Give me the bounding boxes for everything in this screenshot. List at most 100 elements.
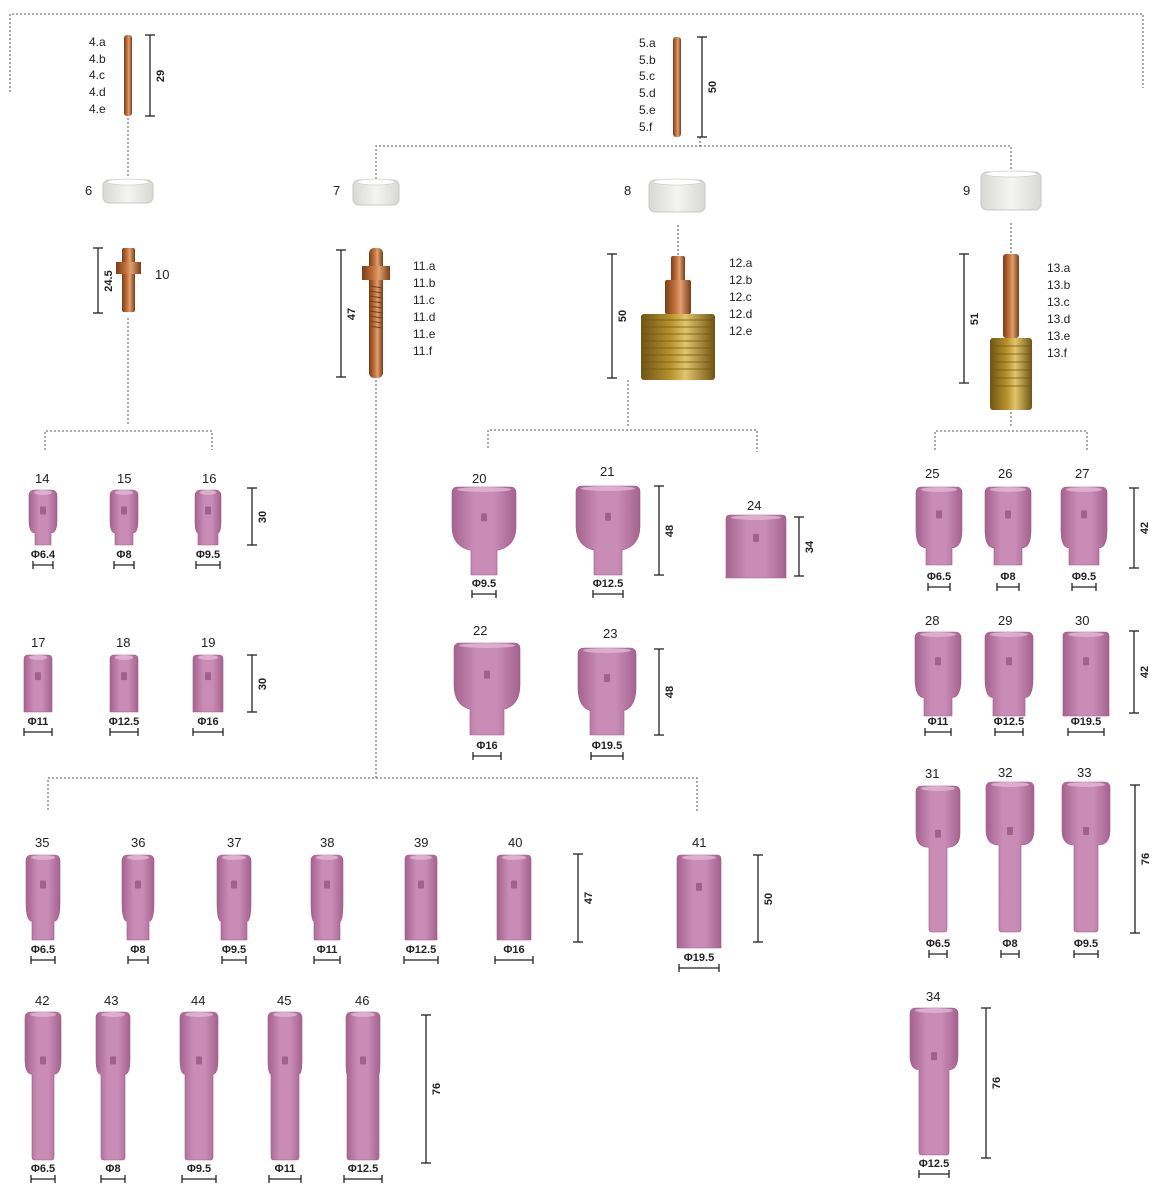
nozzle-41-diameter-label: Φ19.5: [683, 952, 715, 964]
nozzle-46-size-mark: [360, 1056, 366, 1065]
nozzle-15-diameter-label: Φ8: [116, 549, 132, 561]
collet-body-13-variant-label: 13.e: [1047, 329, 1071, 343]
collet-body-11-variant-label: 11.e: [413, 327, 436, 341]
nozzle-21-size-mark: [605, 512, 611, 521]
nozzle-18-size-mark: [121, 672, 127, 681]
nozzle-43-label: 43: [104, 993, 119, 1008]
nozzle-32-shape: [985, 781, 1035, 933]
nozzle-34-size-mark: [931, 1052, 937, 1061]
collet-body-10-shape: [122, 248, 135, 312]
nozzle-37-shape: [216, 854, 252, 941]
collet-body-12-variant-label: 12.e: [729, 324, 753, 338]
nozzle-17-label: 17: [31, 635, 46, 650]
nozzle-20-label: 20: [472, 471, 487, 486]
nozzle-16-shape: [194, 489, 222, 546]
nozzle-21-label: 21: [600, 464, 615, 479]
collet-body-11-variant-label: 11.b: [413, 276, 436, 290]
nozzle-31-diameter-label: Φ6.5: [925, 938, 951, 950]
electrode-4-variant-label: 4.b: [89, 51, 106, 66]
electrode-5-dimension: 50: [707, 80, 719, 94]
nozzle-17-diameter-label: Φ11: [27, 716, 49, 728]
collet-body-11-variant-label: 11.a: [413, 259, 436, 273]
nozzle-32-diameter-label: Φ8: [1002, 938, 1018, 950]
nozzle-26-label: 26: [998, 466, 1013, 481]
row-dimension-20-21: 48: [664, 524, 676, 537]
nozzle-33-rim: [1067, 782, 1105, 787]
collet-body-12-dimension: 50: [617, 309, 629, 323]
nozzle-43-size-mark: [110, 1056, 116, 1065]
connector-line: [487, 429, 758, 452]
nozzle-30-rim: [1068, 632, 1104, 637]
nozzle-19-rim: [198, 655, 218, 660]
nozzle-29-rim: [990, 632, 1028, 637]
collet-body-12-variant-label: 12.b: [729, 273, 753, 287]
nozzle-15-size-mark: [121, 506, 127, 515]
electrode-4-variant-label: 4.c: [89, 68, 106, 83]
connector-line: [44, 430, 213, 450]
electrode-4-variant-label: 4.d: [89, 85, 106, 100]
insulator-9-rim: [984, 170, 1038, 178]
thread-line: [368, 295, 384, 299]
thread-line: [368, 290, 384, 294]
nozzle-34-diameter-label: Φ12.5: [918, 1158, 950, 1170]
collet-body-13-shape: [1003, 254, 1019, 338]
collet-body-11-hex: [362, 266, 390, 280]
nozzle-19-shape: [192, 654, 224, 713]
nozzle-22-label: 22: [473, 623, 488, 638]
row-dimension-42-46: 76: [431, 1082, 443, 1096]
collet-body-12-variant-label: 12.c: [729, 290, 752, 304]
nozzle-39-label: 39: [414, 835, 429, 850]
nozzle-22-diameter-label: Φ16: [476, 740, 498, 752]
collet-body-13-variant-label: 13.c: [1047, 295, 1070, 309]
row-dimension-34: 76: [991, 1076, 1003, 1090]
nozzle-29-label: 29: [998, 613, 1013, 628]
nozzle-27-diameter-label: Φ9.5: [1071, 571, 1097, 583]
row-dimension-22-23: 48: [664, 685, 676, 699]
nozzle-24-shape: [725, 514, 787, 579]
nozzle-35-rim: [31, 855, 55, 860]
insulator-6-label: 6: [85, 183, 93, 198]
nozzle-18-label: 18: [116, 635, 131, 650]
nozzle-40-shape: [496, 854, 532, 941]
collet-body-12-variant-label: 12.d: [729, 307, 753, 321]
nozzle-15-rim: [115, 490, 133, 495]
collet-body-13-variant-label: 13.a: [1047, 261, 1071, 275]
thread-line: [368, 315, 384, 319]
nozzle-22-rim: [459, 643, 515, 648]
nozzle-19-diameter-label: Φ16: [197, 716, 219, 728]
nozzle-36-shape: [121, 854, 155, 941]
nozzle-27-size-mark: [1081, 510, 1087, 519]
nozzle-35-diameter-label: Φ6.5: [30, 944, 56, 956]
nozzle-20-diameter-label: Φ9.5: [471, 578, 497, 590]
nozzle-43-rim: [101, 1012, 125, 1017]
nozzle-37-label: 37: [227, 835, 242, 850]
nozzle-24-rim: [731, 515, 781, 520]
nozzle-25-shape: [915, 486, 963, 566]
electrode-5-shape: [673, 37, 681, 137]
collet-body-10-label: 10: [155, 267, 170, 282]
nozzle-34-rim: [915, 1008, 953, 1013]
nozzle-16-size-mark: [205, 506, 211, 515]
nozzle-37-rim: [222, 855, 246, 860]
collet-body-10-hex: [116, 262, 141, 274]
collet-body-12-variant-label: 12.a: [729, 256, 753, 270]
nozzle-45-size-mark: [282, 1056, 288, 1065]
insulator-8-label: 8: [624, 183, 632, 198]
nozzle-28-size-mark: [935, 657, 941, 666]
nozzle-33-diameter-label: Φ9.5: [1073, 938, 1099, 950]
row-dimension-17-19: 30: [257, 677, 269, 690]
nozzle-23-diameter-label: Φ19.5: [591, 740, 623, 752]
nozzle-43-shape: [95, 1011, 131, 1161]
nozzle-17-shape: [23, 654, 53, 713]
row-dimension-31-33: 76: [1140, 852, 1152, 866]
collet-body-11-shape: [369, 248, 383, 378]
nozzle-31-shape: [915, 785, 961, 933]
electrode-5-variant-label: 5.f: [639, 119, 653, 134]
nozzle-39-diameter-label: Φ12.5: [405, 944, 437, 956]
connector-line: [9, 13, 1144, 92]
nozzle-30-diameter-label: Φ19.5: [1070, 716, 1102, 728]
nozzle-35-shape: [25, 854, 61, 941]
thread-line: [368, 310, 384, 314]
collet-body-11-variant-label: 11.d: [413, 310, 436, 324]
nozzle-18-rim: [115, 655, 133, 660]
